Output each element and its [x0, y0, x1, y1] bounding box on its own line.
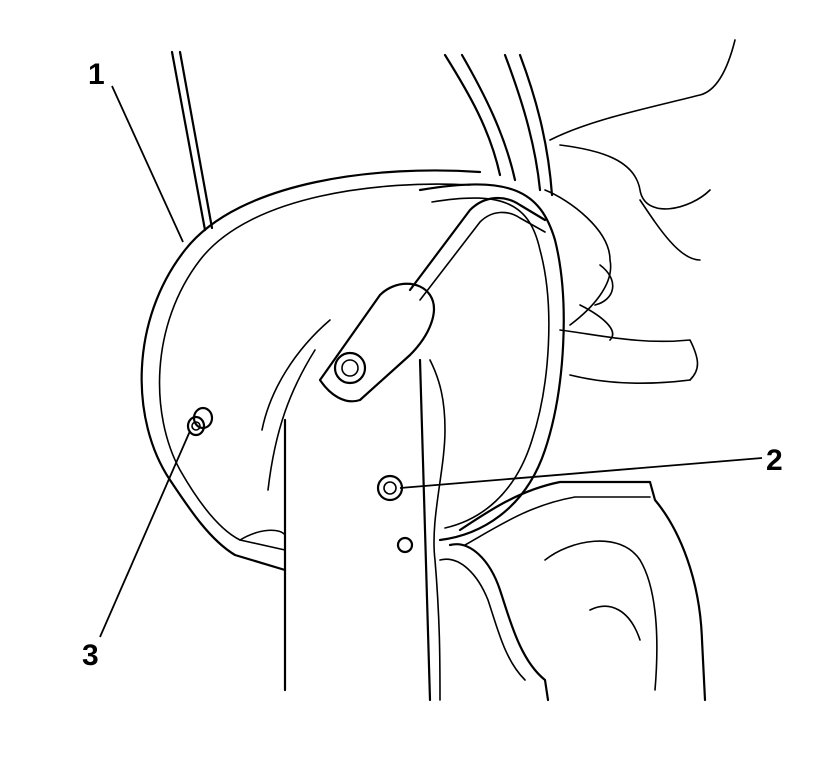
- wheelhouse-liner: [140, 169, 565, 572]
- fastener-2: [376, 474, 404, 502]
- body-panel-outline: [170, 50, 554, 232]
- callout-leaders: [99, 85, 763, 638]
- fastener-3: [186, 406, 214, 437]
- callout-1-label: 1: [88, 58, 105, 91]
- drape-cover: [544, 39, 736, 385]
- callout-2-label: 2: [766, 444, 783, 477]
- callout-3-label: 3: [82, 639, 99, 672]
- strut-bracket: [261, 197, 547, 702]
- lower-arm: [439, 480, 707, 702]
